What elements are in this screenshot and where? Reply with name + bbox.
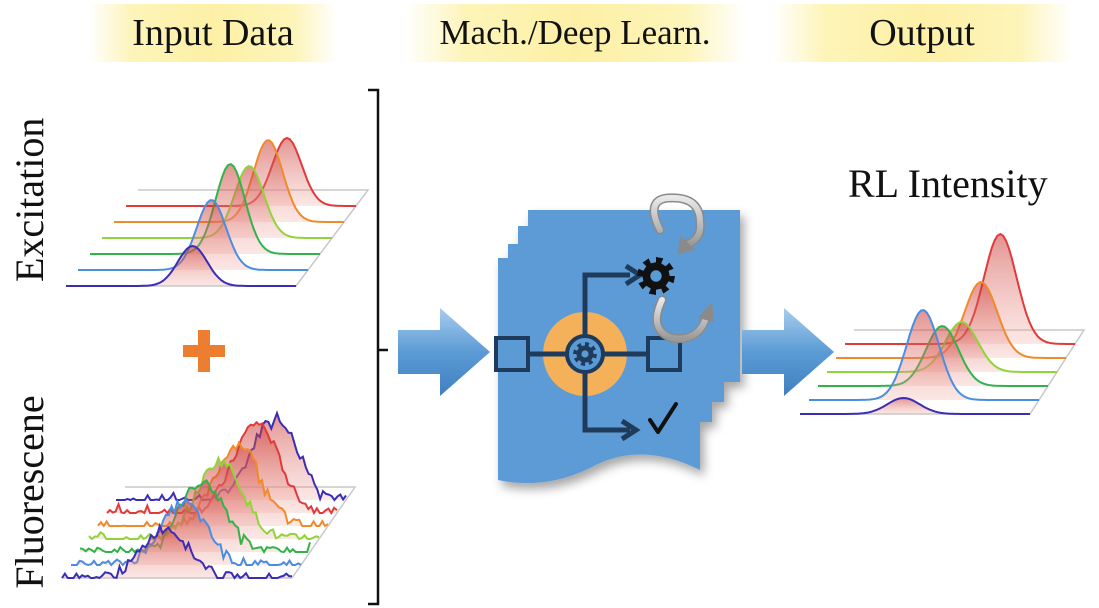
series-fill [809,310,1039,400]
bracket-icon [368,88,388,606]
output-header: Output [772,4,1072,62]
input-data-header: Input Data [88,4,338,62]
series-fill [126,138,356,206]
series-fill [845,234,1075,344]
output-arrow-icon [742,308,834,396]
series-line [88,455,320,541]
fluorescene-waterfall-plot [61,410,357,580]
rl-intensity-waterfall-plot [800,232,1086,415]
excitation-waterfall-plot [66,136,370,287]
input-arrow-icon [398,308,490,396]
gear-icon [637,257,675,295]
check-icon [648,402,678,434]
series-fill [800,398,1030,414]
series-line [800,396,1030,415]
series-line [71,497,302,567]
cycle-arrow-icon [649,193,705,254]
series-fill [107,422,337,513]
series-fill [66,246,296,286]
series-line [61,522,293,580]
rl-intensity-label: RL Intensity [848,161,1048,206]
series-fill [114,140,344,222]
series-fill [116,413,346,500]
series-fill [71,499,301,565]
series-line [79,479,311,554]
plus-icon [183,330,225,372]
cycle-arrow-icon [652,295,714,344]
series-line [809,309,1039,401]
series-line [78,199,308,271]
series-fill [62,525,292,578]
gear-icon [573,342,597,366]
series-line [66,244,296,287]
model-header: Mach./Deep Learn. [405,4,745,62]
